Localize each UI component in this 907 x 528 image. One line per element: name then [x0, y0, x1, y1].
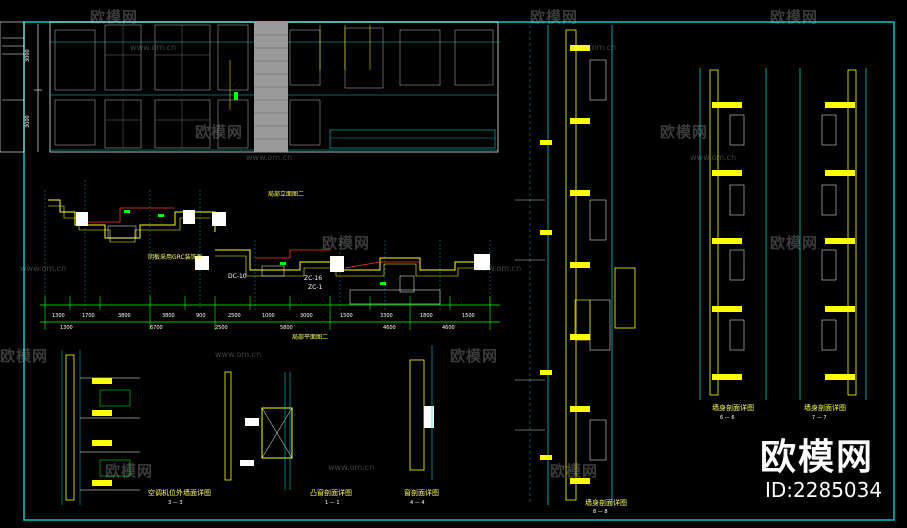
dim-top-9: 3300 — [380, 313, 393, 319]
watermark-text: 欧模网 — [90, 8, 139, 26]
section-7-7-title: 墙身剖面详图 — [804, 404, 846, 412]
dim-3000-a: 3000 — [25, 49, 31, 62]
dim-top-10: 1800 — [420, 313, 433, 319]
label-zc1: ZC-1 — [308, 284, 323, 291]
watermark-text: 欧模网 — [770, 234, 819, 252]
dim-3000-b: 3000 — [25, 115, 31, 128]
watermark-url: www.om.cn — [246, 153, 293, 162]
dim-top-6: 1000 — [262, 313, 275, 319]
section-7-7-num: 7 — 7 — [812, 415, 827, 421]
watermark-url: www.om.cn — [690, 153, 737, 162]
plan-drawing — [40, 180, 500, 330]
watermark-text: 欧模网 — [770, 8, 819, 26]
watermark-text: 欧模网 — [660, 123, 709, 141]
section-4-4-title: 窗剖面详图 — [404, 489, 439, 497]
brand-logo: 欧模网 — [760, 437, 875, 478]
plan-title: 局部平面图二 — [292, 334, 329, 341]
label-zc16: ZC-16 — [304, 275, 323, 282]
section-8-8-title: 墙身剖面详图 — [585, 499, 627, 507]
dim-top-8: 1500 — [340, 313, 353, 319]
wall-section-7-7 — [799, 68, 867, 400]
dim-bot-5: 4600 — [442, 325, 455, 331]
watermark-text: 欧模网 — [550, 462, 599, 480]
dim-bot-4: 4600 — [383, 325, 396, 331]
watermark-url: www.om.cn — [328, 463, 375, 472]
dim-top-4: 900 — [196, 313, 206, 319]
watermark-text: 欧模网 — [450, 347, 499, 365]
dim-bot-1: 6700 — [150, 325, 163, 331]
section-1-1-title: 凸窗剖面详图 — [310, 489, 352, 497]
watermark-url: www.om.cn — [215, 350, 262, 359]
watermark-url: www.om.cn — [570, 43, 617, 52]
dim-top-5: 2500 — [228, 313, 241, 319]
wall-section-6-6 — [699, 68, 767, 400]
watermark-text: 欧模网 — [105, 462, 154, 480]
section-4-4-num: 4 — 4 — [410, 500, 425, 506]
watermark-text: 欧模网 — [322, 234, 371, 252]
dim-bot-0: 1300 — [60, 325, 73, 331]
section-3-3-num: 3 — 3 — [168, 500, 183, 506]
watermark-url: www.om.cn — [475, 264, 522, 273]
section-1-1-num: 1 — 1 — [325, 500, 340, 506]
section-6-6-num: 6 — 6 — [720, 415, 735, 421]
elevation-drawing — [0, 21, 500, 153]
watermark-text: 欧模网 — [0, 347, 49, 365]
watermark-url: www.om.cn — [130, 43, 177, 52]
dim-top-3: 3800 — [162, 313, 175, 319]
watermark-text: 欧模网 — [530, 8, 579, 26]
section-details-bottom-left — [61, 345, 434, 505]
watermark-text: 欧模网 — [195, 123, 244, 141]
asset-id: ID:2285034 — [765, 478, 883, 502]
watermark-url: www.om.cn — [20, 264, 67, 273]
elevation-title: 局部立面图二 — [268, 191, 305, 198]
wall-section-8-8 — [515, 25, 636, 505]
dim-top-11: 1500 — [462, 313, 475, 319]
dim-top-0: 1300 — [52, 313, 65, 319]
dim-top-2: 3800 — [118, 313, 131, 319]
section-3-3-title: 空调机位外墙面详图 — [148, 489, 211, 497]
section-8-8-num: 8 — 8 — [593, 509, 608, 515]
dim-bot-3: 5800 — [280, 325, 293, 331]
dim-top-1: 1700 — [82, 313, 95, 319]
label-dc10: DC-10 — [228, 273, 247, 280]
section-6-6-title: 墙身剖面详图 — [712, 404, 754, 412]
grc-note: 阴板采用GRC装饰板 — [148, 254, 203, 261]
dim-bot-2: 2500 — [215, 325, 228, 331]
dim-top-7: 3000 — [300, 313, 313, 319]
